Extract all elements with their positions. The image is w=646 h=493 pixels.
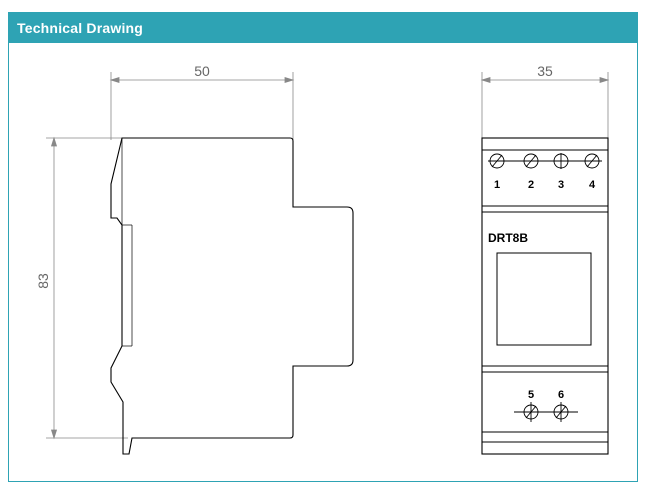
side-height-label: 83 [35, 273, 51, 289]
front-body-outline [481, 137, 609, 455]
front-horizontal-lines [482, 149, 608, 443]
terminal-screw-icon [553, 402, 569, 422]
terminal-screw-icon [489, 153, 505, 169]
side-width-dimension [109, 72, 295, 140]
terminal-label-1: 1 [494, 179, 500, 191]
model-label: DRT8B [488, 231, 528, 245]
terminal-screw-icon [553, 153, 569, 169]
terminal-screw-icon [523, 402, 539, 422]
terminal-label-5: 5 [528, 389, 534, 401]
bottom-terminal-block [514, 402, 578, 422]
front-width-dimension [480, 72, 610, 138]
panel-header: Technical Drawing [9, 13, 637, 43]
side-view: 50 83 [35, 63, 354, 455]
terminal-label-4: 4 [589, 179, 596, 191]
terminal-label-6: 6 [558, 389, 564, 401]
side-height-dimension [46, 136, 128, 440]
terminal-screw-icon [523, 153, 539, 169]
front-width-label: 35 [537, 63, 553, 79]
side-width-label: 50 [194, 63, 210, 79]
terminal-label-3: 3 [558, 179, 564, 191]
technical-drawing-panel: Technical Drawing [8, 12, 638, 482]
display-window [496, 252, 592, 346]
top-terminal-block [488, 153, 602, 169]
front-view: 35 1 2 [480, 63, 610, 455]
side-profile-outline [110, 137, 354, 455]
terminal-screw-icon [584, 153, 600, 169]
terminal-label-2: 2 [528, 179, 534, 191]
